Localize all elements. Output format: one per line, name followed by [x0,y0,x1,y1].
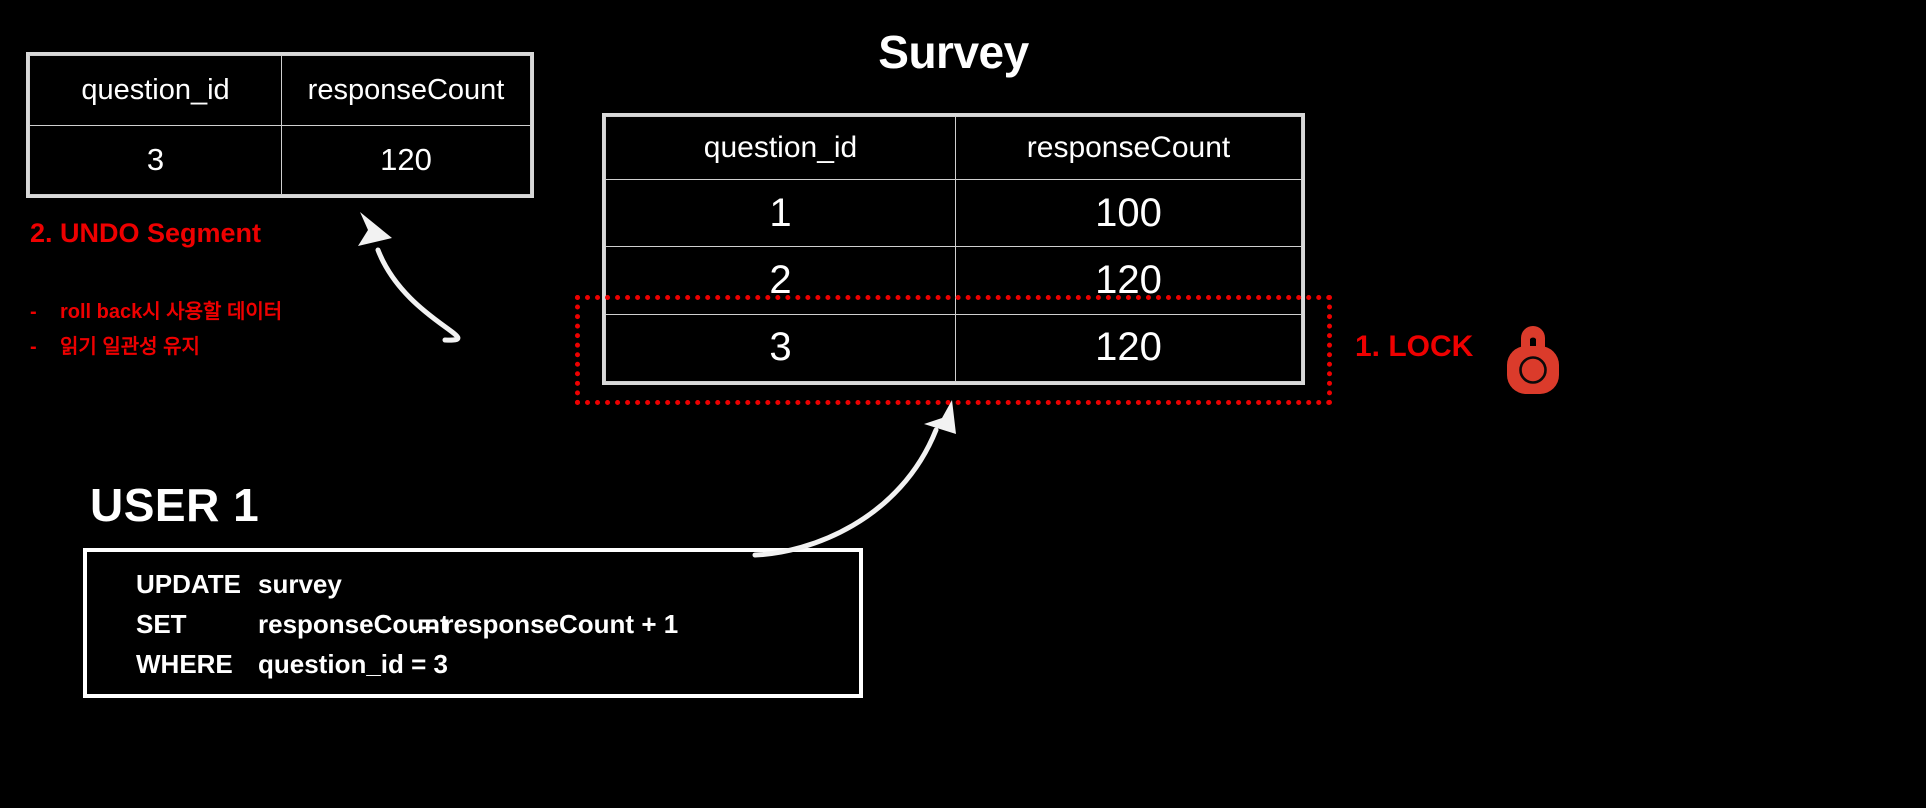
sql-line-set: SET responseCount = responseCount + 1 [136,609,678,640]
bullet-dash: - [30,336,37,358]
sql-keyword-update: UPDATE [136,569,241,599]
table-header-row: question_id responseCount [29,55,531,126]
undo-header-response-count: responseCount [281,55,531,126]
list-item: - roll back시 사용할 데이터 [30,295,282,330]
survey-header-question-id: question_id [605,115,956,181]
table-row: 2 120 [605,246,1302,315]
lock-label: 1. LOCK [1355,330,1474,363]
bullet-text: roll back시 사용할 데이터 [60,301,283,323]
sql-line-where: WHERE question_id = 3 [136,649,448,680]
sql-where-condition: question_id = 3 [258,649,448,679]
sql-keyword-where: WHERE [136,649,233,679]
table-header-row: question_id responseCount [605,115,1302,181]
bullet-dash: - [30,301,37,323]
survey-cell-response-count-3: 120 [955,313,1302,383]
user-label: USER 1 [90,479,260,531]
sql-statement-box: UPDATE survey SET responseCount = respon… [83,548,863,698]
survey-cell-question-id-1: 1 [605,179,956,248]
undo-header-question-id: question_id [29,55,282,126]
undo-cell-response-count: 120 [281,124,531,195]
sql-keyword-set: SET [136,609,187,639]
arrow-to-undo-segment [358,212,461,343]
survey-title: Survey [878,26,1029,78]
sql-set-expression: = responseCount + 1 [421,609,679,639]
survey-cell-response-count-1: 100 [955,179,1302,248]
survey-cell-question-id-2: 2 [605,246,956,315]
padlock-icon [1507,326,1559,394]
table-row: 3 120 [605,313,1302,383]
bullet-text: 읽기 일관성 유지 [60,336,200,358]
undo-segment-bullets: - roll back시 사용할 데이터 - 읽기 일관성 유지 [30,295,282,365]
table-row: 1 100 [605,179,1302,248]
survey-table: question_id responseCount 1 100 2 120 3 … [602,113,1305,385]
list-item: - 읽기 일관성 유지 [30,330,282,365]
sql-line-update: UPDATE survey [136,569,342,600]
undo-segment-table: question_id responseCount 3 120 [26,52,534,198]
undo-cell-question-id: 3 [29,124,282,195]
survey-cell-question-id-3: 3 [605,313,956,383]
sql-column-name: responseCount [258,609,449,639]
survey-cell-response-count-2: 120 [955,246,1302,315]
table-row: 3 120 [29,124,531,195]
survey-header-response-count: responseCount [955,115,1302,181]
undo-segment-heading: 2. UNDO Segment [30,218,262,248]
sql-table-name: survey [258,569,342,599]
